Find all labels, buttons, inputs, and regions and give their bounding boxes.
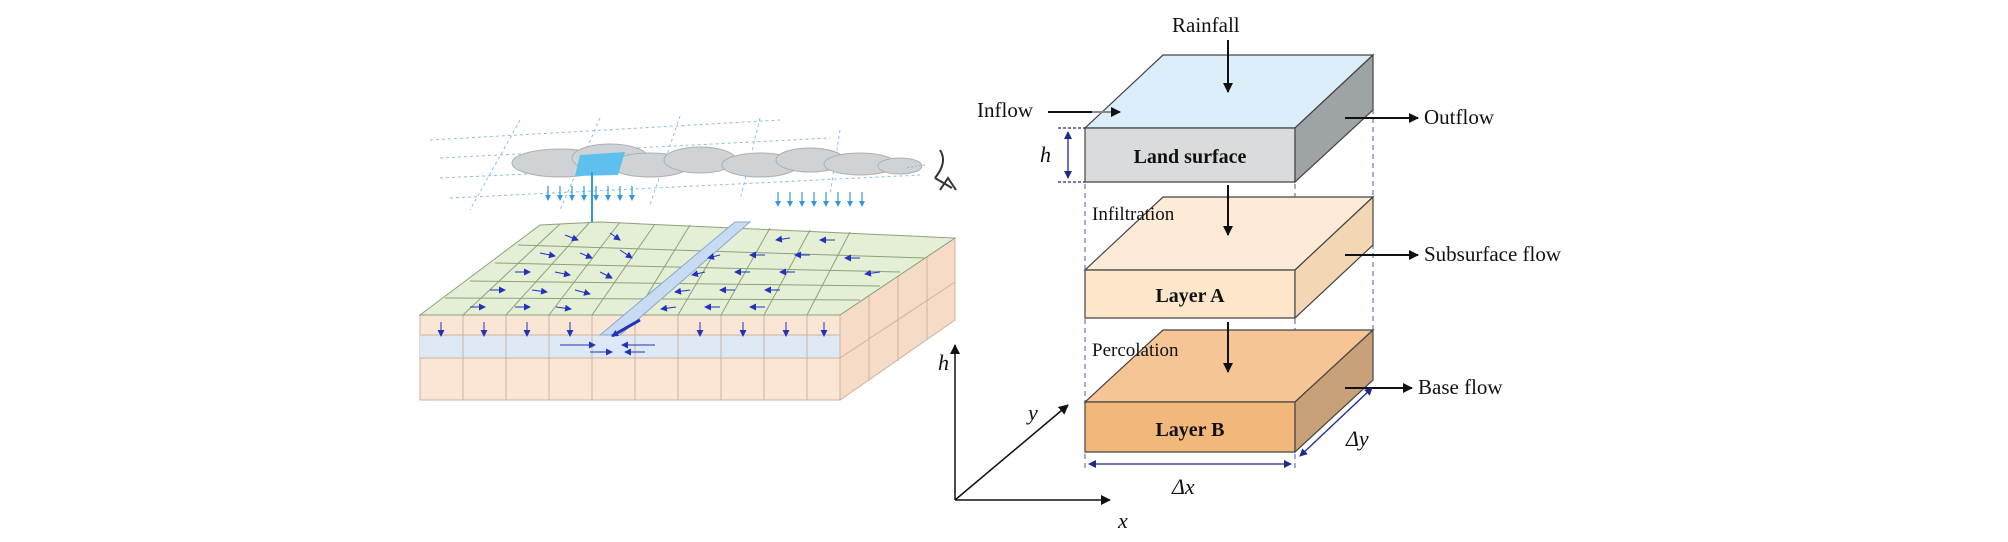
delta-y-dimension: [1299, 387, 1373, 457]
land-surface-box: Land surface: [1083, 53, 1375, 184]
axis-y-label: y: [1026, 400, 1038, 425]
land-surface-label: Land surface: [1134, 146, 1247, 168]
rain-arrows: [545, 186, 865, 207]
axis-h-label: h: [938, 350, 949, 375]
h-dimension: [1058, 127, 1085, 183]
surface-flow-arrows: [470, 232, 881, 312]
layer-b-label: Layer B: [1155, 419, 1224, 441]
axes: [950, 344, 1111, 505]
subsurface-flow-label: Subsurface flow: [1424, 242, 1562, 266]
delta-x-label: Δx: [1171, 474, 1195, 499]
inflow-label: Inflow: [977, 98, 1034, 122]
watershed-grid-model: [418, 115, 957, 401]
layer-a-label: Layer A: [1155, 285, 1225, 307]
process-arrows: [1048, 40, 1419, 393]
subsurface-arrows: [437, 322, 828, 356]
land-surface-side: [1294, 53, 1374, 184]
layer-a-side: [1294, 195, 1374, 320]
delta-y-label: Δy: [1345, 426, 1369, 451]
percolation-label: Percolation: [1092, 340, 1179, 361]
satellite-dish-icon: [904, 149, 957, 191]
axis-y-line: [954, 404, 1069, 501]
outflow-label: Outflow: [1424, 105, 1495, 129]
base-flow-label: Base flow: [1418, 375, 1503, 399]
rainfall-label: Rainfall: [1172, 13, 1240, 37]
cloud-icon: [511, 143, 923, 178]
h-dimension-label: h: [1040, 142, 1051, 167]
axis-x-label: x: [1117, 508, 1128, 533]
infiltration-label: Infiltration: [1092, 204, 1175, 225]
